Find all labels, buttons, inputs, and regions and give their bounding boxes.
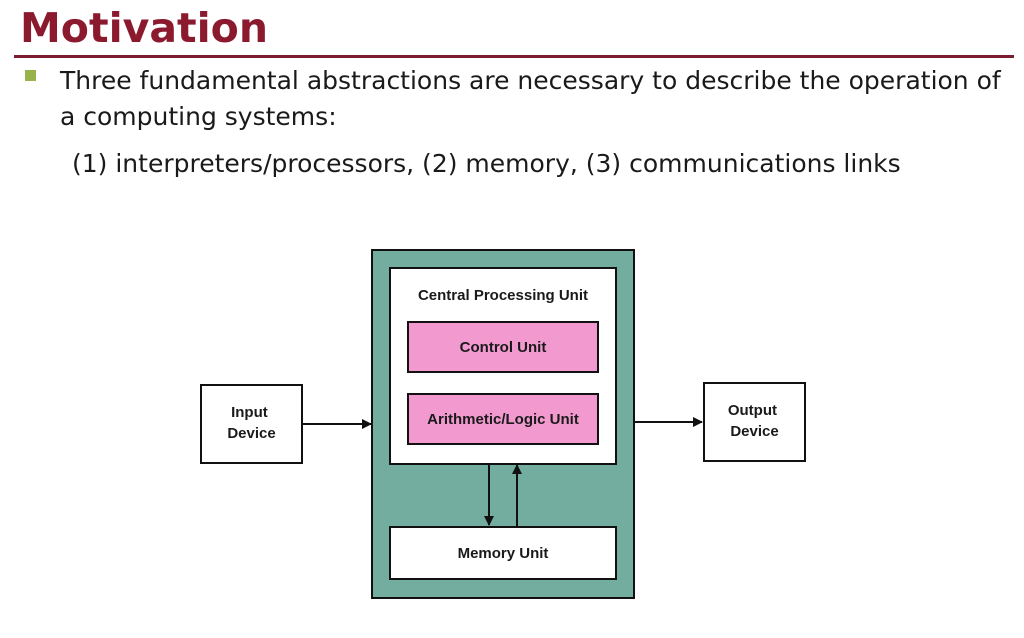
input-device-label-line-1: Input (231, 404, 268, 421)
input-device: Input Device (200, 384, 303, 464)
title-divider (14, 55, 1014, 58)
slide-title: Motivation (20, 4, 269, 52)
bullet-square-icon (25, 70, 36, 81)
input-device-label: Input Device (227, 404, 275, 442)
bullet-text: Three fundamental abstractions are neces… (60, 66, 1001, 131)
alu-label: Arithmetic/Logic Unit (427, 411, 579, 428)
input-device-label-line-2: Device (227, 425, 275, 442)
control-unit: Control Unit (407, 321, 599, 373)
output-device-label: Output Device (728, 402, 781, 440)
memory-unit: Memory Unit (389, 526, 617, 580)
output-device-label-line-1: Output (728, 402, 777, 419)
memory-unit-label: Memory Unit (458, 545, 549, 562)
abstractions-list: (1) interpreters/processors, (2) memory,… (72, 149, 901, 178)
cpu-label: Central Processing Unit (418, 287, 588, 304)
output-device-label-line-2: Device (730, 423, 778, 440)
control-unit-label: Control Unit (460, 339, 547, 356)
output-device: Output Device (703, 382, 806, 462)
arithmetic-logic-unit: Arithmetic/Logic Unit (407, 393, 599, 445)
